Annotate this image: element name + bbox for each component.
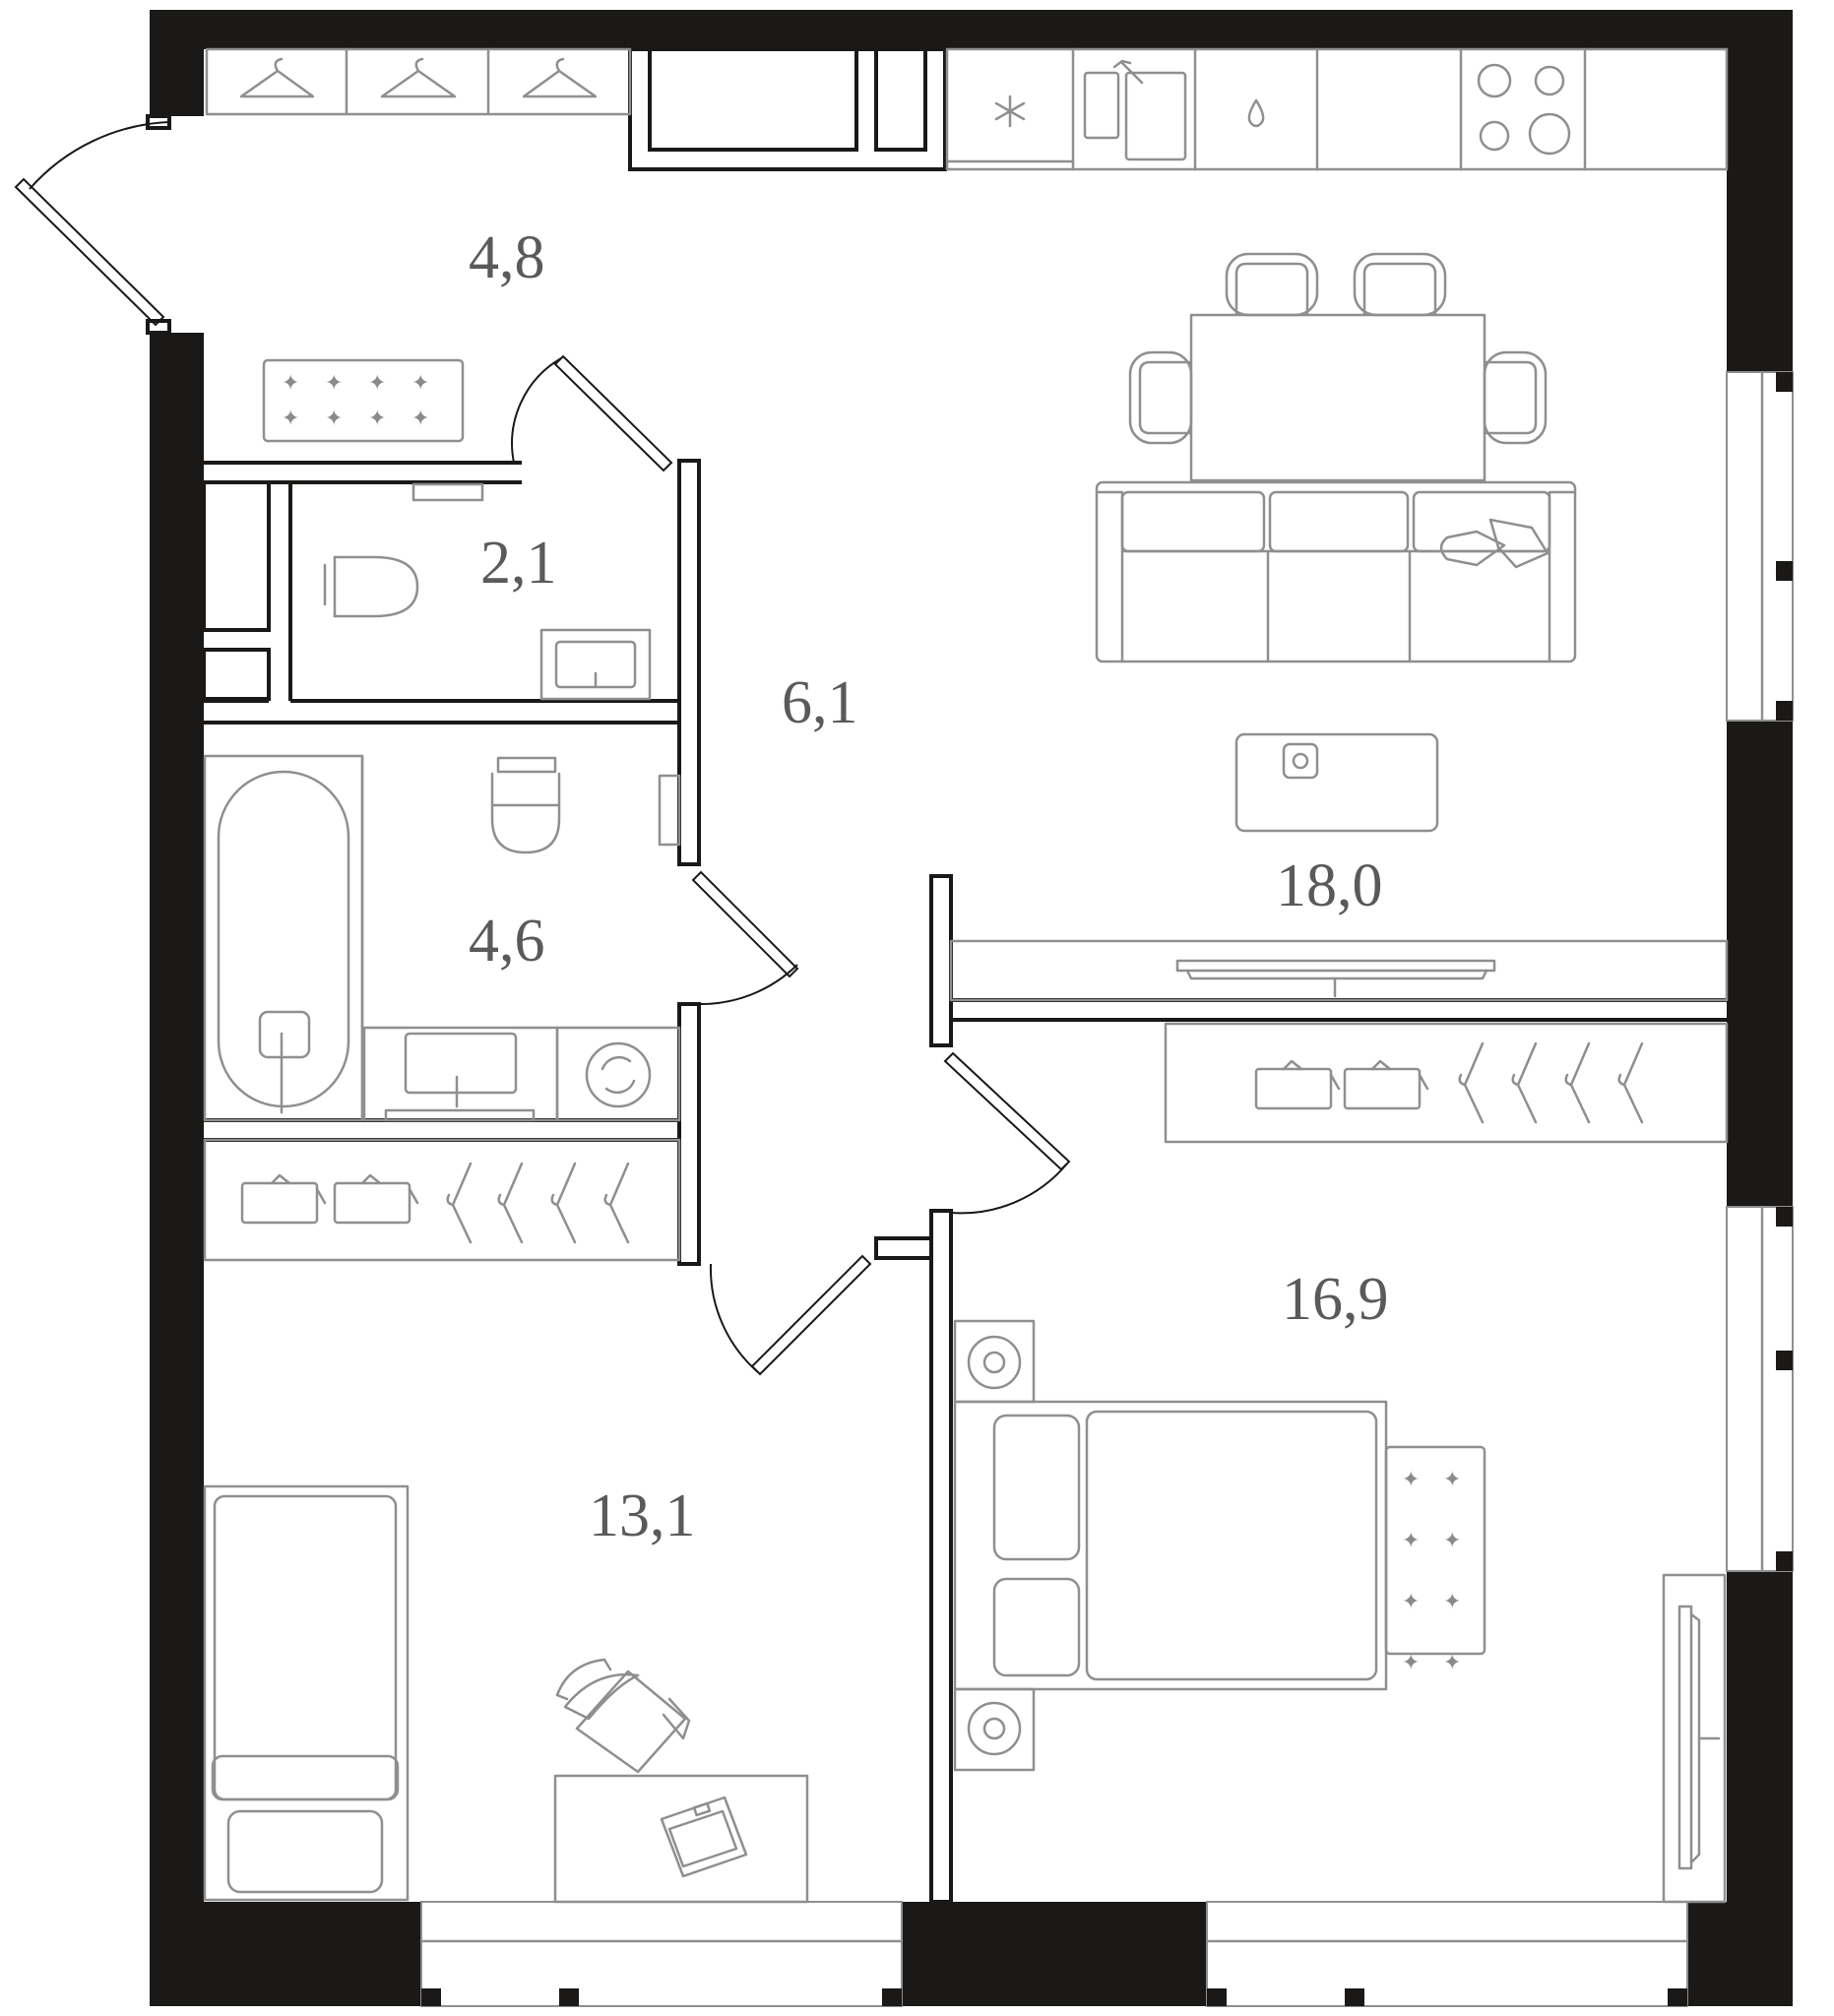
- hanger-icon: [446, 1162, 630, 1244]
- master-wardrobe: [1164, 1022, 1729, 1144]
- towel-rail-icon: [658, 774, 681, 847]
- window-small-bedroom: [420, 1901, 903, 2007]
- interior-walls: [202, 47, 1727, 1904]
- svg-text:✦: ✦: [1402, 1590, 1420, 1614]
- shirt-icon: [1254, 1059, 1429, 1110]
- hanger-icon: [239, 57, 598, 98]
- svg-text:✦: ✦: [282, 371, 299, 396]
- sofa-icon: [1095, 480, 1577, 663]
- coffee-table-icon: [1234, 732, 1439, 833]
- svg-text:✦: ✦: [368, 371, 386, 396]
- tv-icon: [949, 939, 1729, 1002]
- window-master-bedroom-bottom: [1206, 1901, 1688, 2007]
- sink-icon: [1083, 59, 1187, 161]
- hanger-icon: [1458, 1041, 1644, 1124]
- svg-text:✦: ✦: [368, 407, 386, 431]
- bathtub-icon: [203, 754, 364, 1122]
- kitchen-counter: [945, 47, 1729, 171]
- window-master-bedroom: [1726, 1206, 1794, 1572]
- water-drop-icon: [1247, 98, 1265, 128]
- window-living: [1726, 371, 1794, 722]
- area-labels: 4,8 2,1 6,1 18,0 4,6 16,9 13,1: [469, 224, 1389, 1549]
- sink-icon: [539, 628, 652, 701]
- svg-text:✦: ✦: [282, 407, 299, 431]
- dining-table-icon: [1128, 252, 1548, 482]
- area-label-living-kitchen: 18,0: [1276, 852, 1383, 919]
- fridge-icon: [994, 94, 1026, 128]
- tv-icon: [1662, 1573, 1727, 1904]
- toilet-icon: [490, 756, 561, 854]
- svg-text:✦: ✦: [1402, 1468, 1420, 1492]
- chair-icon: [555, 1658, 691, 1774]
- bed-icon: [203, 1484, 410, 1902]
- area-label-small-bedroom: 13,1: [589, 1482, 696, 1549]
- svg-text:✦: ✦: [325, 371, 343, 396]
- stove-icon: [1477, 63, 1571, 156]
- windows: [419, 370, 1794, 2007]
- rug-icon: ✦ ✦ ✦ ✦ ✦ ✦ ✦ ✦: [1384, 1445, 1486, 1675]
- svg-text:✦: ✦: [1443, 1468, 1461, 1492]
- area-label-bathroom: 4,6: [469, 908, 545, 975]
- corridor-wardrobe: [203, 1138, 681, 1262]
- svg-text:✦: ✦: [1402, 1529, 1420, 1553]
- sink-icon: [362, 1026, 559, 1122]
- svg-text:✦: ✦: [1443, 1590, 1461, 1614]
- desk-icon: [553, 1774, 809, 1904]
- laptop-icon: [660, 1796, 748, 1878]
- svg-text:✦: ✦: [411, 371, 429, 396]
- svg-text:✦: ✦: [1443, 1651, 1461, 1675]
- area-label-master-bedroom: 16,9: [1282, 1266, 1389, 1333]
- svg-text:✦: ✦: [1443, 1529, 1461, 1553]
- svg-text:✦: ✦: [325, 407, 343, 431]
- washing-machine-icon: [555, 1026, 681, 1122]
- rug-icon: ✦ ✦ ✦ ✦ ✦ ✦ ✦ ✦: [262, 358, 465, 443]
- hallway-wardrobe: [205, 47, 632, 116]
- area-label-toilet: 2,1: [480, 530, 557, 597]
- area-label-corridor: 6,1: [782, 669, 858, 736]
- shirt-icon: [240, 1173, 419, 1225]
- svg-text:✦: ✦: [411, 407, 429, 431]
- toilet-icon: [323, 482, 484, 618]
- svg-text:✦: ✦: [1402, 1651, 1420, 1675]
- bed-icon: [953, 1319, 1388, 1772]
- area-label-entry-hall: 4,8: [469, 224, 545, 291]
- doors: [14, 114, 1071, 1376]
